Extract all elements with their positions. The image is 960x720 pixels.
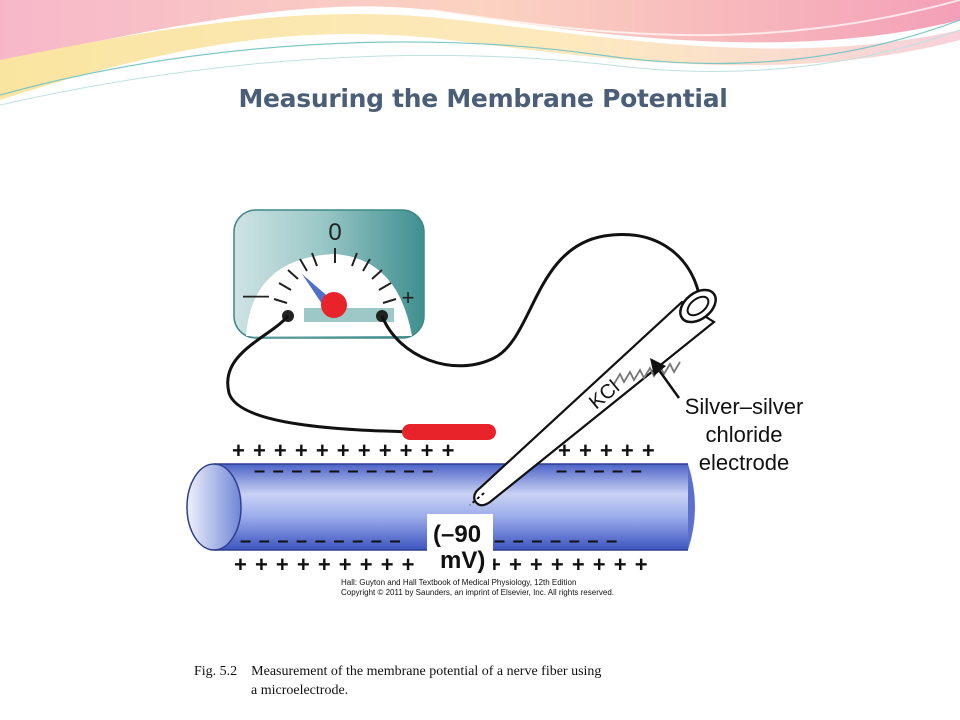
wire-positive xyxy=(380,233,701,368)
callout-line xyxy=(654,365,681,399)
voltmeter-plus-label: + xyxy=(402,285,415,310)
wire-negative xyxy=(226,315,413,434)
caption-line-2: a microelectrode. xyxy=(251,683,349,698)
credit-line-2: Copyright © 2011 by Saunders, an imprint… xyxy=(341,588,614,597)
nerve-fiber-cut-face xyxy=(186,463,242,551)
silver-wire-coil xyxy=(613,361,681,385)
callout-arrowhead xyxy=(650,358,666,376)
inner-charges-bottom-left: – – – – – – – – – xyxy=(240,530,402,552)
voltmeter-minus-label: — xyxy=(243,279,269,309)
caption-line-1: Fig. 5.2 Measurement of the membrane pot… xyxy=(194,664,602,679)
inner-charges-top-left: – – – – – – – – – – xyxy=(254,460,434,482)
outer-charges-top-right: + + + + + xyxy=(558,438,656,463)
voltmeter: 0 — + xyxy=(233,209,425,339)
electrode-callout-line1: Silver–silver xyxy=(685,394,804,419)
voltmeter-zero-label: 0 xyxy=(328,219,341,246)
membrane-potential-diagram: 0 — + + + + + + + + + + + + + + + + + – … xyxy=(186,209,804,597)
outer-charges-top-left: + + + + + + + + + + + xyxy=(232,438,455,463)
decorative-banner xyxy=(0,0,960,106)
potential-label-background xyxy=(427,514,493,576)
nerve-fiber-end xyxy=(688,464,695,550)
slide-title: Measuring the Membrane Potential xyxy=(238,84,728,113)
inner-charges-top-right: – – – – – xyxy=(556,460,643,482)
outer-charges-bottom-left: + + + + + + + + + xyxy=(234,552,416,577)
external-electrode-pad xyxy=(402,424,496,440)
electrode-callout-line2: chloride xyxy=(705,422,782,447)
membrane-potential-value: (–90 xyxy=(433,521,481,548)
figure-caption: Fig. 5.2 Measurement of the membrane pot… xyxy=(194,662,754,700)
credit-line-1: Hall: Guyton and Hall Textbook of Medica… xyxy=(341,578,576,587)
outer-charges-bottom-right: + + + + + + + + xyxy=(488,552,649,577)
voltmeter-scale-ticks xyxy=(273,248,397,304)
electrode-callout-line3: electrode xyxy=(699,450,790,475)
membrane-potential-unit: mV) xyxy=(440,547,485,574)
voltmeter-needle-hub xyxy=(321,292,347,318)
inner-charges-bottom-right: – – – – – – – xyxy=(494,530,618,552)
